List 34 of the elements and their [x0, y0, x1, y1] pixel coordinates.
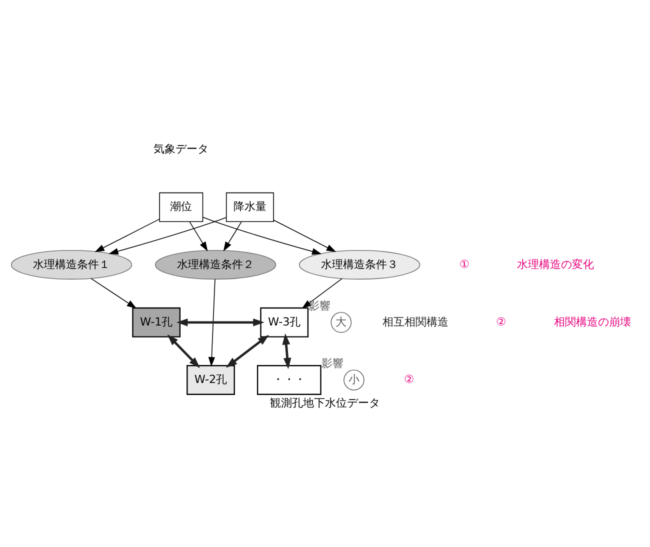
arrow: [94, 218, 160, 252]
label: 相互相関構造: [382, 314, 449, 328]
label: ②: [496, 314, 506, 328]
node-label: 影響: [308, 298, 331, 312]
node-circle: 大: [330, 312, 352, 332]
node-box: W-3孔: [260, 306, 309, 337]
arrow: [176, 318, 264, 326]
node-ellipse: 水理構造条件１: [10, 250, 132, 280]
arrow: [273, 219, 336, 252]
label: 水理構造の変化: [517, 257, 594, 270]
arrow: [202, 216, 322, 254]
node-label: 影響: [321, 356, 344, 370]
arrow: [226, 334, 270, 368]
node-box: 降水量: [226, 192, 274, 222]
caption: 観測孔地下水位データ: [270, 396, 380, 410]
node-circle: 小: [344, 369, 364, 390]
arrow: [302, 278, 343, 308]
node-ellipse: 水理構造条件３: [298, 250, 420, 280]
node-box: W-1孔: [132, 306, 181, 337]
node-box: W-2孔: [186, 364, 235, 394]
node-box: ・・・: [256, 364, 322, 394]
node-ellipse: 水理構造条件２: [154, 250, 276, 280]
arrow: [108, 216, 227, 254]
arrow: [189, 220, 208, 251]
arrow: [167, 334, 200, 368]
arrow: [208, 278, 216, 366]
arrow: [90, 278, 137, 308]
label: 相関構造の崩壊: [554, 314, 631, 328]
node-box: 潮位: [159, 192, 204, 222]
label: ②: [404, 372, 414, 386]
label: ①: [459, 257, 470, 270]
arrow: [282, 332, 292, 369]
arrow: [223, 220, 242, 251]
diagram-title: 気象データ: [154, 142, 209, 156]
